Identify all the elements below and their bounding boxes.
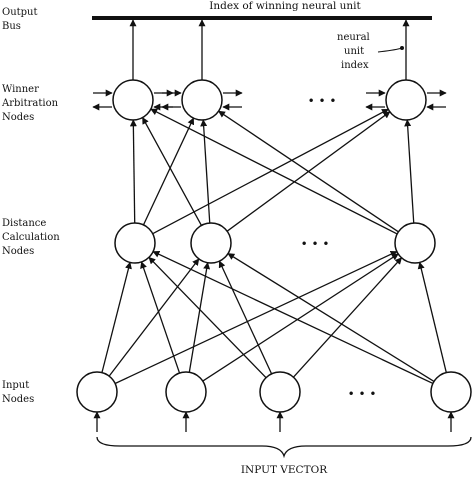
input-to-distance-edge-1-2: [108, 258, 200, 377]
neural-unit-index-pointer-dot: [400, 46, 404, 50]
output-bus-label-line-2: Bus: [2, 21, 21, 32]
distance-to-winner-edge-3-2: [218, 110, 399, 233]
neural-unit-index-line-3: index: [341, 60, 369, 71]
input-node-2: [165, 371, 207, 413]
input-vector-brace: [96, 436, 472, 459]
neural-unit-index-label: neural unit index: [337, 32, 373, 71]
input-to-distance-edge-2-2: [188, 262, 211, 373]
input-row-ellipsis: • • •: [348, 387, 377, 401]
distance-to-winner-edge-1-1: [129, 119, 137, 224]
input-to-distance-edge-2-1: [140, 261, 181, 374]
input-vector-label: INPUT VECTOR: [241, 464, 328, 476]
output-bus-label-line-1: Output: [2, 7, 38, 18]
winner-nodes-label-line-3: Nodes: [2, 112, 34, 123]
distance-calculation-node-1: [114, 222, 156, 264]
input-to-distance-edge-4-2: [227, 252, 435, 383]
input-node-1: [76, 371, 118, 413]
distance-to-winner-edge-3-3: [404, 119, 415, 224]
input-node-4: [430, 371, 472, 413]
connection-layer: [92, 19, 455, 432]
input-nodes-label-line-2: Nodes: [2, 394, 34, 405]
output-bus-label: Output Bus: [2, 7, 41, 32]
input-to-distance-edge-2-3: [202, 253, 399, 382]
neural-unit-index-line-1: neural: [337, 32, 370, 43]
distance-nodes-label-line-3: Nodes: [2, 246, 34, 257]
winner-nodes-label-line-1: Winner: [2, 84, 39, 95]
input-to-distance-edge-3-2: [218, 260, 273, 375]
title: Index of winning neural unit: [209, 0, 361, 12]
winner-arbitration-node-1: [112, 79, 154, 121]
winner-row-ellipsis: • • •: [308, 94, 337, 108]
distance-calculation-node-3: [394, 222, 436, 264]
distance-to-winner-edge-3-1: [150, 108, 398, 235]
winner-arbitration-node-3: [385, 79, 427, 121]
input-nodes-label-line-1: Input: [2, 380, 29, 391]
input-to-distance-edge-1-3: [114, 250, 398, 385]
distance-nodes-label-line-1: Distance: [2, 218, 46, 229]
input-node-3: [259, 371, 301, 413]
distance-to-winner-edge-2-1: [142, 116, 202, 226]
winner-nodes-label: Winner Arbitration Nodes: [1, 84, 61, 123]
distance-to-winner-edge-1-3: [152, 108, 389, 235]
distance-to-winner-edge-1-2: [142, 117, 195, 226]
node-layer: [76, 79, 472, 413]
winner-nodes-label-line-2: Arbitration: [1, 98, 59, 109]
input-to-distance-edge-3-1: [148, 256, 267, 379]
distance-nodes-label-line-2: Calculation: [2, 232, 60, 243]
input-to-distance-edge-1-1: [101, 261, 132, 373]
input-to-distance-edge-4-1: [152, 250, 434, 385]
input-to-distance-edge-3-3: [292, 257, 403, 378]
neural-unit-index-line-2: unit: [344, 46, 364, 57]
winner-arbitration-node-2: [181, 79, 223, 121]
distance-nodes-label: Distance Calculation Nodes: [2, 218, 63, 257]
neural-unit-index-pointer: [377, 47, 403, 53]
input-to-distance-edge-4-3: [417, 261, 447, 373]
distance-calculation-node-2: [190, 222, 232, 264]
distance-to-winner-edge-2-2: [200, 119, 211, 224]
input-nodes-label: Input Nodes: [2, 380, 34, 405]
distance-row-ellipsis: • • •: [301, 237, 330, 251]
